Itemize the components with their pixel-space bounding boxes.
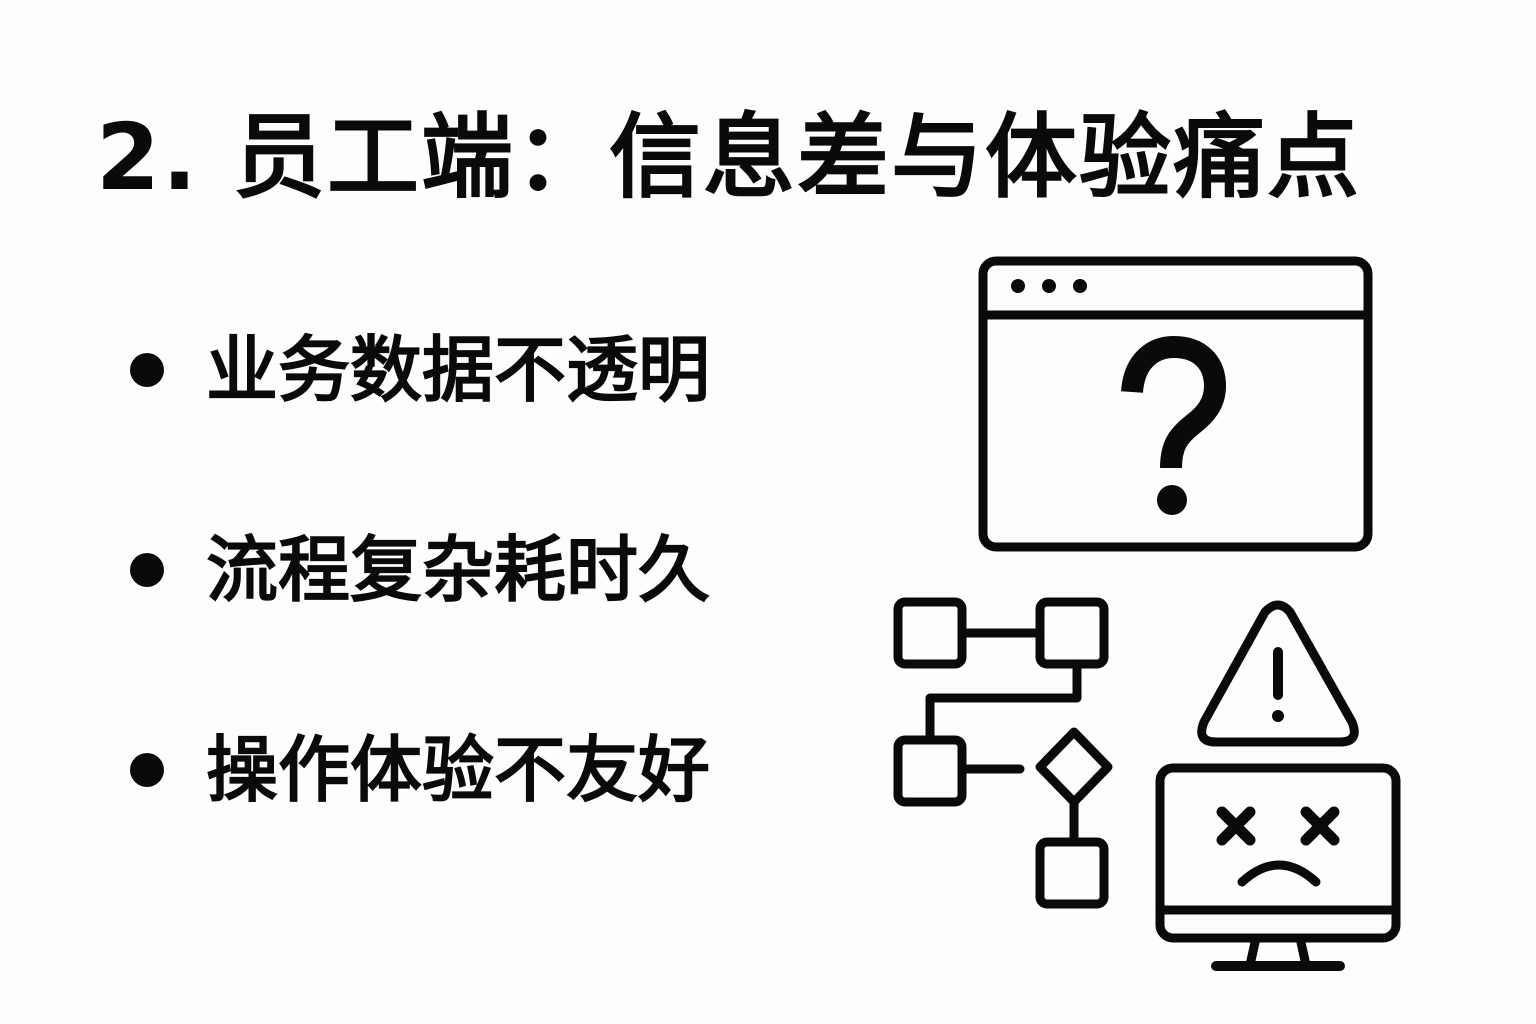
bullet-item: 业务数据不透明: [130, 320, 710, 420]
flowchart-icon: [893, 597, 1113, 909]
bullet-item: 流程复杂耗时久: [130, 520, 710, 620]
bullet-dot-icon: [130, 553, 164, 587]
warning-triangle-icon: [1197, 600, 1359, 747]
bullet-text: 操作体验不友好: [206, 728, 711, 812]
bullet-dot-icon: [130, 753, 164, 787]
bullet-dot-icon: [130, 353, 164, 387]
bullet-item: 操作体验不友好: [130, 720, 710, 820]
browser-question-icon: [978, 256, 1373, 552]
bullet-text: 业务数据不透明: [206, 328, 711, 412]
sad-monitor-icon: [1155, 763, 1401, 971]
slide-title: 2. 员工端：信息差与体验痛点: [96, 104, 1361, 211]
bullet-list: 业务数据不透明 流程复杂耗时久 操作体验不友好: [130, 320, 710, 920]
bullet-text: 流程复杂耗时久: [206, 528, 711, 612]
